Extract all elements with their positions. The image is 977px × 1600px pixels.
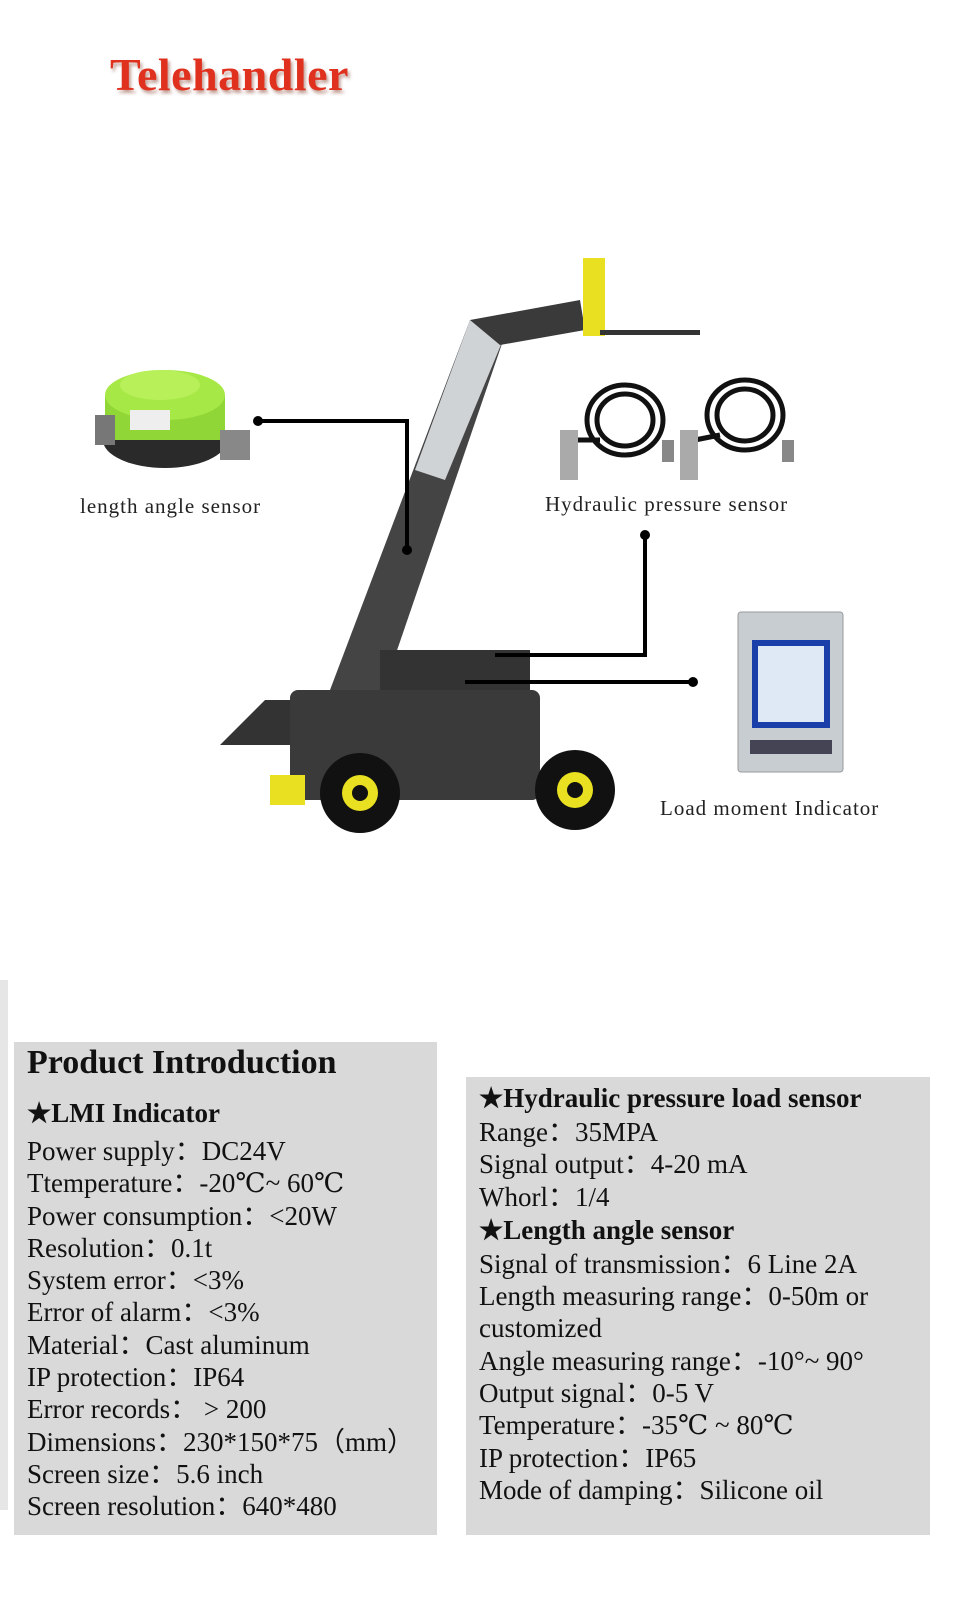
spec-line: Error of alarm：<3% (27, 1297, 260, 1328)
length-angle-sensor-heading: ★Length angle sensor (479, 1214, 735, 1245)
spec-line: Mode of damping：Silicone oil (479, 1474, 824, 1505)
leader-lines (258, 419, 693, 684)
spec-line: customized (479, 1313, 602, 1344)
spec-line: Power consumption：<20W (27, 1200, 337, 1231)
spec-line: IP protection：IP65 (479, 1442, 697, 1473)
load-moment-indicator-image (737, 611, 844, 773)
length-angle-sensor-label: length angle sensor (80, 494, 262, 518)
product-introduction-heading: Product Introduction (27, 1044, 337, 1081)
spec-line: System error：<3% (27, 1265, 244, 1296)
spec-line: IP protection：IP64 (27, 1362, 245, 1393)
lmi-indicator-heading: ★LMI Indicator (27, 1098, 220, 1128)
pressure-sensor-2-icon (680, 430, 698, 480)
sensor-specs-panel: ★Hydraulic pressure load sensor Range：35… (466, 1077, 930, 1535)
spec-line: Output signal：0-5 V (479, 1378, 714, 1409)
spec-line: Ttemperature：-20℃~ 60℃ (27, 1168, 345, 1199)
spec-line: Resolution：0.1t (27, 1232, 213, 1263)
telehandler-machine (220, 258, 700, 833)
spec-line: Screen size：5.6 inch (27, 1458, 264, 1489)
spec-line: Power supply：DC24V (27, 1136, 286, 1166)
spec-line: Signal of transmission：6 Line 2A (479, 1248, 857, 1279)
hydraulic-pressure-sensor-label: Hydraulic pressure sensor (545, 492, 789, 516)
spec-line: Range：35MPA (479, 1117, 659, 1147)
hydraulic-sensor-heading: ★Hydraulic pressure load sensor (479, 1083, 862, 1113)
spec-line: Material：Cast aluminum (27, 1329, 310, 1360)
load-moment-indicator-label: Load moment Indicator (660, 796, 880, 820)
spec-line: Signal output：4-20 mA (479, 1149, 748, 1180)
spec-line: Dimensions：230*150*75（mm） (27, 1426, 415, 1457)
telehandler-diagram (95, 258, 844, 833)
spec-line: Screen resolution：640*480 (27, 1491, 337, 1522)
product-introduction-panel: Product Introduction ★LMI Indicator Powe… (14, 1042, 437, 1535)
hydraulic-pressure-sensor-image (575, 377, 786, 458)
page-title: Telehandler (110, 49, 349, 100)
spec-line: Angle measuring range：-10°~ 90° (479, 1345, 864, 1376)
left-edge-bar (0, 980, 8, 1510)
spec-line: Length measuring range：0-50m or (479, 1281, 869, 1312)
spec-line: Whorl：1/4 (479, 1181, 610, 1212)
length-angle-sensor-image (95, 370, 250, 468)
spec-line: Error records： > 200 (27, 1394, 267, 1425)
pressure-sensor-1-icon (560, 430, 578, 480)
spec-line: Temperature：-35℃ ~ 80℃ (479, 1410, 794, 1441)
